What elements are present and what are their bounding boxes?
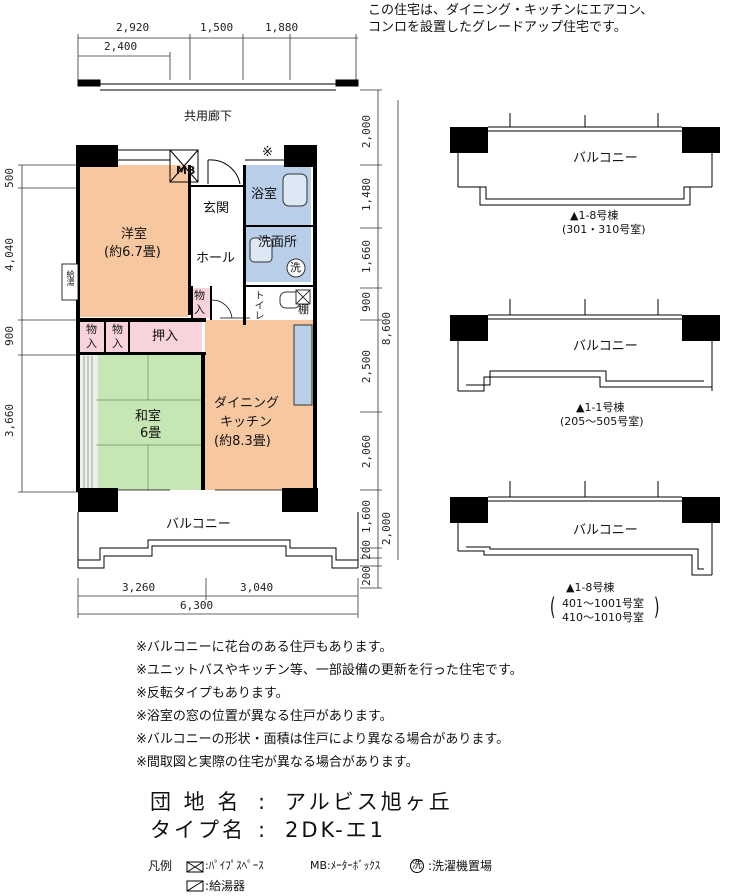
note-4: ※浴室の窓の位置が異なる住戸があります。 (136, 709, 393, 724)
floor-plan (18, 34, 399, 618)
legend-sen: :洗濯機置場 (428, 859, 493, 873)
variant3-units2: 410～1010号室 (562, 611, 644, 624)
type-label: タイプ名 (150, 818, 246, 842)
variant2-units: (205～505号室) (560, 415, 644, 428)
oshiire-label: 押入 (152, 329, 179, 344)
legend-ps: :ﾊﾟｲﾌﾟｽﾍﾟｰｽ (205, 859, 264, 872)
legend-title: 凡例 (148, 859, 173, 873)
right-dim-8: 200 (360, 540, 373, 560)
corridor-label: 共用廊下 (184, 109, 233, 123)
monoire-hall-1: 物 (194, 289, 205, 302)
sen-mark: 洗 (290, 261, 301, 274)
right-dim-6: 2,060 (360, 435, 373, 469)
variant3-units1: 401～1001号室 (562, 597, 644, 610)
kyuto-label: 給湯 (66, 270, 75, 286)
monoire-mid-2: 入 (112, 337, 123, 350)
right-dim-4: 900 (360, 292, 373, 312)
note-1: ※バルコニーに花台のある住戸もあります。 (136, 640, 393, 655)
note-5: ※バルコニーの形状・面積は住戸により異なる場合があります。 (136, 732, 510, 747)
header-note-line2: コンロを設置したグレードアップ住宅です。 (368, 20, 627, 35)
bottom-dim-1: 3,260 (122, 581, 156, 594)
variant2-balcony: バルコニー (573, 339, 638, 354)
type-value: 2DK-エ1 (285, 818, 387, 842)
header-note-line1: この住宅は、ダイニング・キッチンにエアコン、 (368, 3, 654, 18)
right-dim-2: 1,480 (360, 178, 373, 212)
bottom-dim-2: 3,040 (240, 581, 274, 594)
variant1-balcony: バルコニー (573, 151, 638, 166)
main-balcony-label: バルコニー (166, 517, 231, 532)
monoire-left-2: 入 (86, 337, 97, 350)
legend-kyuto: :給湯器 (205, 879, 246, 893)
note-3: ※反転タイプもあります。 (136, 686, 289, 701)
yoshitsu-label: 洋室 (121, 227, 148, 242)
dk-size: (約8.3畳) (214, 434, 271, 449)
variant1-units: (301・310号室) (562, 223, 646, 236)
asterisk-mark: ※ (262, 145, 273, 160)
genkan-label: 玄関 (203, 201, 230, 216)
right-dim-bottom-total: 2,000 (380, 512, 393, 546)
left-dim-3: 900 (3, 326, 16, 346)
type-sep: : (258, 818, 269, 842)
note-2: ※ユニットバスやキッチン等、一部設備の更新を行った住宅です。 (136, 663, 523, 678)
toilet-label: トイレ (252, 290, 263, 320)
pipe-space-icon (186, 861, 204, 873)
right-dim-total: 8,600 (380, 312, 393, 346)
right-dim-9: 200 (360, 566, 373, 586)
left-dim-1: 500 (3, 168, 16, 188)
dk-label-2: キッチン (220, 415, 273, 430)
washitsu-label: 和室 (135, 409, 162, 424)
monoire-mid-1: 物 (112, 323, 123, 336)
washitsu-size: 6畳 (140, 426, 162, 441)
variant2-building: ▲1-1号棟 (576, 401, 625, 414)
left-dim-4: 3,660 (3, 404, 16, 438)
danchi-label: 団 地 名 (150, 790, 242, 814)
yokushitsu-label: 浴室 (251, 187, 278, 202)
legend-mb: MB:ﾒｰﾀｰﾎﾞｯｸｽ (310, 859, 381, 872)
water-heater-icon (186, 880, 204, 892)
variant3-paren-right: ) (653, 593, 660, 621)
top-dim-4: 2,400 (104, 40, 138, 53)
danchi-sep: : (258, 790, 269, 814)
variant3-paren-left: ( (549, 593, 556, 621)
hall-label: ホール (196, 251, 236, 266)
monoire-left-1: 物 (86, 323, 97, 336)
bottom-dim-total: 6,300 (180, 599, 214, 612)
yoshitsu-size: (約6.7畳) (104, 245, 161, 260)
dk-label-1: ダイニング (214, 396, 280, 411)
top-dim-2: 1,500 (200, 21, 234, 34)
tana-label: 棚 (298, 303, 309, 316)
legend-sen-mark: 洗 (410, 859, 424, 873)
note-6: ※間取図と実際の住宅が異なる場合があります。 (136, 755, 419, 770)
right-dim-1: 2,000 (360, 115, 373, 149)
right-dim-7: 1,600 (360, 500, 373, 534)
right-dim-5: 2,500 (360, 350, 373, 384)
variant3-balcony: バルコニー (573, 523, 638, 538)
mb-label: MB (176, 164, 196, 177)
right-dim-3: 1,660 (360, 240, 373, 274)
monoire-hall-2: 入 (194, 303, 205, 316)
balcony-variants (450, 113, 720, 576)
senmenjo-label: 洗面所 (258, 235, 298, 250)
left-dim-2: 4,040 (3, 238, 16, 272)
variant1-building: ▲1-8号棟 (570, 209, 619, 222)
variant3-building: ▲1-8号棟 (566, 581, 615, 594)
danchi-value: アルビス旭ヶ丘 (285, 790, 453, 814)
top-dim-3: 1,880 (265, 21, 299, 34)
top-dim-1: 2,920 (116, 21, 150, 34)
